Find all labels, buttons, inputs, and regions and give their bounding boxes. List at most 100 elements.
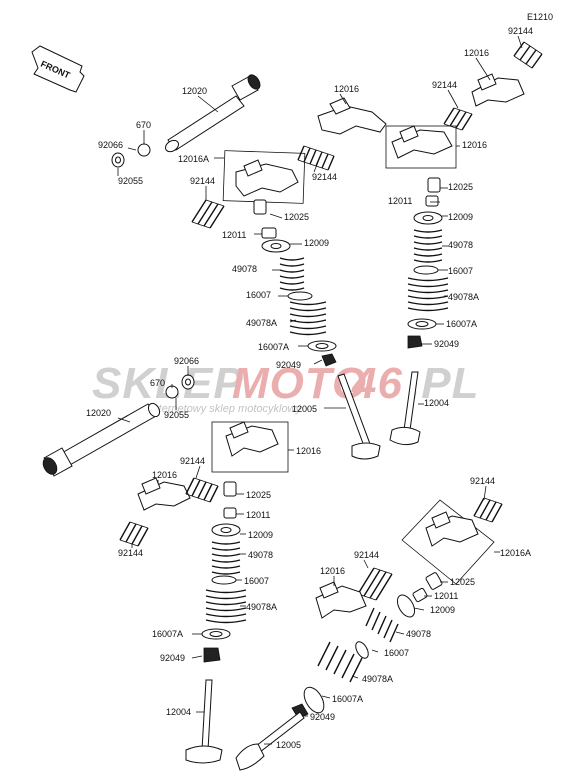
valve-cap-12025-upper-left [253,199,267,215]
label-12016A: 12016A [178,154,209,164]
label-49078A: 49078A [246,602,277,612]
label-92144: 92144 [354,550,379,560]
label-12020: 12020 [86,408,111,418]
label-92144: 92144 [432,80,457,90]
valve-cap-12025-middle [223,481,237,497]
label-12016: 12016 [320,566,345,576]
spring-49078A-middle [205,589,247,624]
spring-49078-bottom-right [365,607,399,643]
label-92049: 92049 [160,653,185,663]
label-92144: 92144 [118,548,143,558]
label-16007A: 16007A [152,629,183,639]
label-12011: 12011 [222,230,246,240]
label-670: 670 [136,120,151,130]
rocker-arm-upper-left-b [235,159,299,197]
label-92144: 92144 [312,172,337,182]
label-12009: 12009 [304,238,329,248]
label-49078A: 49078A [448,292,479,302]
valve-12005-lower [235,711,305,771]
seat-16007-upper-left [287,291,313,301]
valve-cap-12025-top-right [427,177,441,193]
rocker-arm-bottom-right-b [315,581,367,619]
spring-92144-upper-b [191,199,225,229]
valve-12005-upper [337,373,381,460]
seal-92049-top-right [407,335,423,349]
washer-92066-lower [181,374,195,390]
label-12025: 12025 [246,490,271,500]
rocker-shaft-lower [42,402,161,477]
watermark-brand-c: 46 [351,359,403,408]
spring-92144-top-right [513,41,543,69]
valve-12004-upper [389,371,421,446]
leader-lines [117,35,523,745]
label-16007: 16007 [244,576,269,586]
label-92055: 92055 [118,176,143,186]
label-12005: 12005 [292,404,317,414]
label-12025: 12025 [284,212,309,222]
keeper-12011-top-right [425,195,439,207]
seat-16007A-middle [201,628,231,640]
label-92049: 92049 [434,339,459,349]
callout-box-12016-top-right [385,125,457,169]
label-49078: 49078 [448,240,473,250]
label-92144: 92144 [180,456,205,466]
label-16007A: 16007A [332,694,363,704]
front-arrow-icon: FRONT [31,45,85,93]
label-12004: 12004 [166,707,191,717]
spring-92144-bottom-right-a [473,497,503,523]
label-16007: 16007 [246,290,271,300]
seat-16007-middle [211,575,237,585]
label-92066: 92066 [98,140,123,150]
label-12016: 12016 [464,48,489,58]
retainer-12009-bottom-right [396,594,416,618]
label-16007: 16007 [384,648,409,658]
keeper-12011-upper-left [261,227,277,239]
spring-49078A-top-right [407,277,449,312]
label-12016: 12016 [296,446,321,456]
spring-92144-middle-b [119,521,149,547]
spring-92144-bottom-right-b [357,567,393,601]
spring-49078-middle [211,541,241,575]
valve-12004-lower [185,679,223,764]
valve-cap-12025-bottom-right [425,572,443,590]
label-49078: 49078 [248,550,273,560]
label-12009: 12009 [448,212,473,222]
rocker-arm-middle-a [225,421,279,457]
label-92144: 92144 [508,26,533,36]
label-12016: 12016 [334,84,359,94]
label-12011: 12011 [246,510,270,520]
label-12020: 12020 [182,86,207,96]
label-12009: 12009 [248,530,273,540]
callout-box-12016-middle [211,421,289,473]
label-12009: 12009 [430,605,455,615]
keeper-12011-bottom-right [412,587,428,603]
spring-49078-upper-left [279,257,305,291]
label-12011: 12011 [388,196,412,206]
retainer-12009-upper-left [261,239,291,253]
seal-92049-upper-left [321,353,337,367]
spring-92144-upper-a [297,145,335,171]
label-12025: 12025 [448,182,473,192]
label-49078: 49078 [406,629,431,639]
label-12004: 12004 [424,398,449,408]
watermark-brand-a: SKLEP [92,359,244,408]
label-12011: 12011 [434,591,458,601]
label-12025: 12025 [450,577,475,587]
retainer-12009-middle [211,523,241,537]
rocker-shaft-upper [165,74,261,153]
spring-92144-top-right-b [443,107,473,131]
spring-49078-top-right [413,229,443,263]
label-49078A: 49078A [362,674,393,684]
label-16007A: 16007A [258,342,289,352]
retainer-12009-top-right [413,211,443,225]
spring-49078A-upper-left [289,301,327,336]
label-92049: 92049 [276,360,301,370]
label-12016: 12016 [462,140,487,150]
callout-box-12016A-bottom [401,499,495,585]
watermark-brand-d: .PL [408,359,479,408]
rocker-arm-upper-left-a [317,97,387,135]
label-12016: 12016 [152,470,177,480]
keeper-12011-middle [223,507,237,519]
label-49078A: 49078A [246,318,277,328]
